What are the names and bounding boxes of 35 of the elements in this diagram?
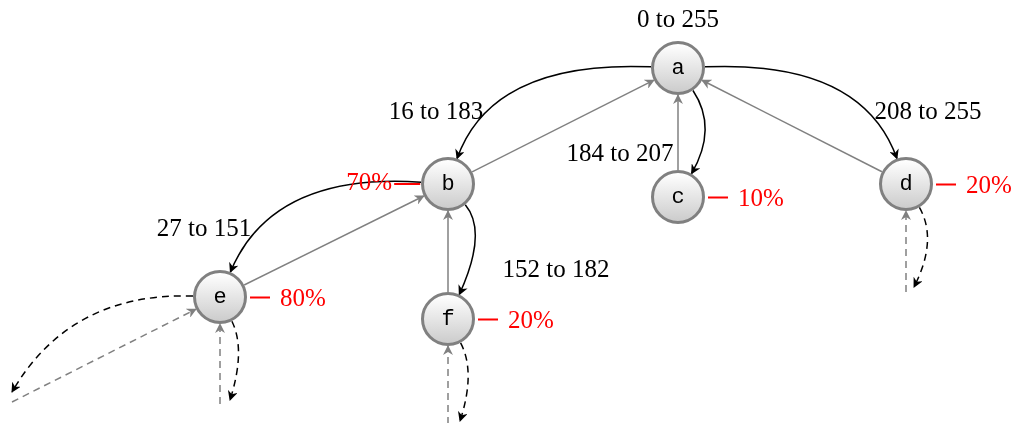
arrow: [690, 89, 706, 175]
state-circle: [421, 157, 475, 211]
node-label: c: [671, 184, 685, 210]
arrow: [704, 65, 899, 160]
node-label: a: [671, 55, 685, 81]
arrow: [457, 342, 469, 422]
arrow: [227, 320, 240, 401]
range-label: 0 to 255: [637, 6, 719, 31]
arrow: [11, 308, 197, 403]
edge-label: 27 to 151: [156, 214, 252, 240]
node-label: e: [213, 284, 227, 310]
arrow: [443, 345, 453, 423]
state-circle: [651, 170, 705, 224]
arrow: [443, 210, 453, 293]
arrow: [901, 210, 911, 293]
state-circle: [421, 292, 475, 346]
edge-label: 208 to 255: [874, 97, 982, 123]
arrow: [458, 204, 477, 296]
edge-label: 16 to 183: [388, 97, 484, 123]
arrow: [673, 94, 683, 171]
state-circle: [879, 157, 933, 211]
state-circle: [651, 41, 705, 95]
arrow: [215, 323, 225, 405]
arrow: [471, 79, 655, 173]
state-circle: [193, 270, 247, 324]
node-label: f: [441, 306, 455, 332]
node-label: d: [899, 171, 913, 197]
edge-label: 152 to 182: [502, 255, 610, 281]
arrow: [455, 65, 652, 160]
edge-label: 184 to 207: [566, 139, 674, 165]
arrow: [243, 195, 425, 286]
arrow: [913, 206, 929, 288]
node-label: b: [441, 171, 455, 197]
arrow: [11, 295, 194, 393]
arrow: [701, 79, 883, 173]
